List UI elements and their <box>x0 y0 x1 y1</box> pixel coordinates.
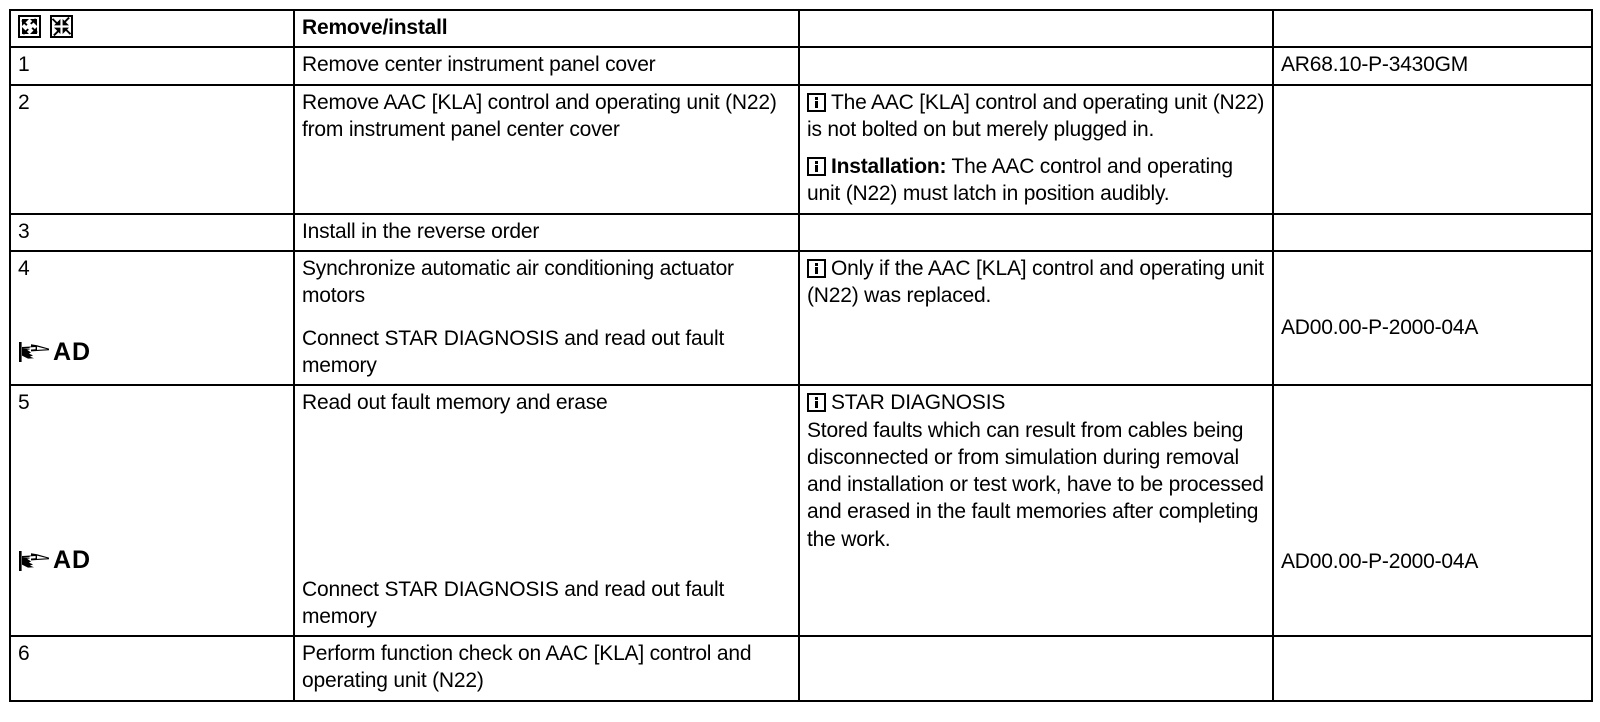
task-text: Install in the reverse order <box>302 219 540 243</box>
task-text-secondary: Connect STAR DIAGNOSIS and read out faul… <box>302 326 725 377</box>
remove-install-table: Remove/install 1 Remove center instrumen… <box>9 8 1593 702</box>
task-cell: Read out fault memory and erase Connect … <box>293 384 800 638</box>
task-text: Remove AAC [KLA] control and operating u… <box>302 90 777 141</box>
note-text: Only if the AAC [KLA] control and operat… <box>807 257 1264 308</box>
page-title: Remove/install <box>302 16 448 39</box>
info-icon <box>807 157 826 177</box>
reference-cell: AD00.00-P-2000-04A <box>1272 250 1593 387</box>
note-cell: Only if the AAC [KLA] control and operat… <box>798 250 1274 387</box>
table-header-row: Remove/install <box>9 8 1593 49</box>
diagnosis-marker[interactable]: AD <box>18 338 286 366</box>
pointing-hand-icon <box>18 340 52 364</box>
step-number-cell: 1 <box>9 46 295 86</box>
header-reference-cell <box>1272 8 1593 49</box>
task-cell: Perform function check on AAC [KLA] cont… <box>293 635 800 702</box>
step-number-cell: 2 <box>9 83 295 215</box>
diagnosis-marker[interactable]: AD <box>18 546 286 575</box>
header-icons-cell <box>9 8 295 49</box>
note-text: The AAC [KLA] control and operating unit… <box>807 90 1265 141</box>
note-block: Installation: The AAC control and operat… <box>807 153 1265 208</box>
note-title: STAR DIAGNOSIS <box>831 391 1006 415</box>
note-text: The AAC control and operating unit (N22)… <box>807 155 1233 206</box>
task-text: Synchronize automatic air conditioning a… <box>302 257 734 308</box>
step-number-cell: 5 AD <box>9 384 295 638</box>
note-cell <box>798 635 1274 702</box>
header-title-cell: Remove/install <box>293 8 800 49</box>
table-row: 3 Install in the reverse order <box>9 212 1593 253</box>
reference-cell <box>1272 83 1593 215</box>
note-block: The AAC [KLA] control and operating unit… <box>807 89 1265 144</box>
reference-cell: AR68.10-P-3430GM <box>1272 46 1593 86</box>
step-number-cell: 6 <box>9 635 295 702</box>
task-text: Perform function check on AAC [KLA] cont… <box>302 642 752 693</box>
task-cell: Remove AAC [KLA] control and operating u… <box>293 83 800 215</box>
step-number: 2 <box>18 90 30 114</box>
task-cell: Synchronize automatic air conditioning a… <box>293 250 800 387</box>
task-text: Read out fault memory and erase <box>302 391 608 415</box>
info-icon <box>807 259 826 279</box>
table-row: 6 Perform function check on AAC [KLA] co… <box>9 635 1593 702</box>
icon-pair <box>18 14 286 39</box>
reference-cell <box>1272 635 1593 702</box>
table-row: 4 AD <box>9 250 1593 387</box>
step-number: 6 <box>18 642 30 666</box>
note-block: STAR DIAGNOSIS Stored faults which can r… <box>807 389 1265 553</box>
reference-code[interactable]: AD00.00-P-2000-04A <box>1281 316 1479 340</box>
header-note-cell <box>798 8 1274 49</box>
note-cell <box>798 212 1274 253</box>
step-number-cell: 4 AD <box>9 250 295 387</box>
step-number-cell: 3 <box>9 212 295 253</box>
table-row: 1 Remove center instrument panel cover A… <box>9 46 1593 86</box>
pointing-hand-icon <box>18 549 52 573</box>
ad-label: AD <box>53 338 92 367</box>
note-text: Stored faults which can result from cabl… <box>807 418 1264 551</box>
step-number: 1 <box>18 53 30 77</box>
note-lead: Installation: <box>831 155 947 179</box>
note-cell <box>798 46 1274 86</box>
note-cell: STAR DIAGNOSIS Stored faults which can r… <box>798 384 1274 638</box>
task-cell: Install in the reverse order <box>293 212 800 253</box>
step-number: 3 <box>18 219 30 243</box>
step-number: 5 <box>18 391 30 415</box>
info-icon <box>807 393 826 413</box>
task-text: Remove center instrument panel cover <box>302 53 656 77</box>
table-row: 2 Remove AAC [KLA] control and operating… <box>9 83 1593 215</box>
table-row: 5 AD <box>9 384 1593 638</box>
expand-icon[interactable] <box>18 15 41 38</box>
collapse-icon[interactable] <box>50 15 73 38</box>
reference-code[interactable]: AD00.00-P-2000-04A <box>1281 550 1479 574</box>
task-cell: Remove center instrument panel cover <box>293 46 800 86</box>
note-cell: The AAC [KLA] control and operating unit… <box>798 83 1274 215</box>
ad-label: AD <box>53 546 92 575</box>
reference-cell: AD00.00-P-2000-04A <box>1272 384 1593 638</box>
task-text-secondary: Connect STAR DIAGNOSIS and read out faul… <box>302 577 725 628</box>
reference-code[interactable]: AR68.10-P-3430GM <box>1281 53 1469 77</box>
note-block: Only if the AAC [KLA] control and operat… <box>807 255 1265 310</box>
info-icon <box>807 92 826 112</box>
step-number: 4 <box>18 257 30 281</box>
reference-cell <box>1272 212 1593 253</box>
